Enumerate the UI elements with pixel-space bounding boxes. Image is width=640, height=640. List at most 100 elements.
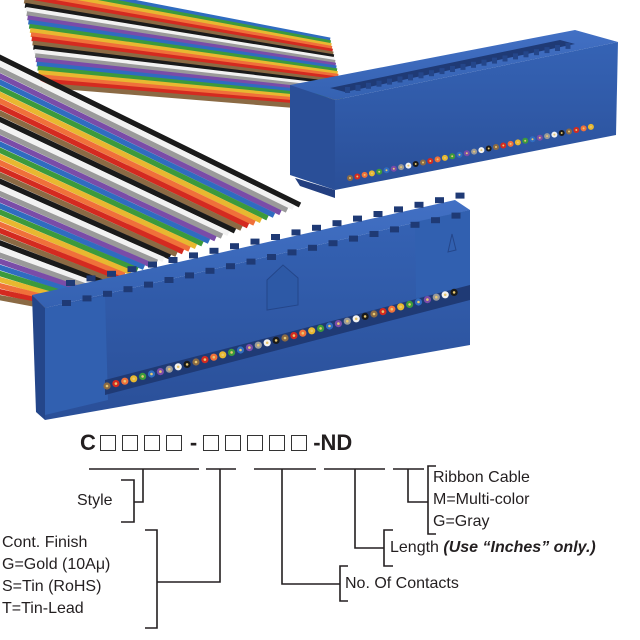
wire-end-conductor [443,293,447,297]
ribbon-cable-title: Ribbon Cable [433,469,530,486]
wire-end-conductor [105,384,109,388]
cable-wire [0,252,93,291]
wire-end-conductor [465,152,468,155]
wire-end-conductor [363,315,367,318]
leader-length [354,469,384,549]
wire-end-conductor [319,327,322,330]
cable-wire [27,0,333,54]
wire-end-conductor [560,132,563,135]
contact-hole [455,192,465,199]
cable-wire [0,246,100,289]
contact-hole [369,231,379,237]
cable-wire [0,110,243,231]
lower-connector-wire-ends [103,288,458,390]
wire-end-conductor [417,300,420,304]
contact-hole [127,266,137,273]
part-number-suffix: -ND [313,430,353,455]
wire-end-conductor [176,365,180,369]
connector-ridge [534,49,539,56]
part-number-box [291,435,308,451]
contact-hole [148,261,157,268]
part-number-prefix: C [80,430,96,455]
part-number-box [121,435,138,451]
cable-wire [110,0,331,43]
cable-wire [0,153,198,250]
wire-end-conductor [185,363,189,366]
connector-ridge [450,66,455,72]
cable-wire [23,0,334,57]
wire-end-conductor [429,159,432,162]
cable-wire [0,116,237,234]
contact-hole [349,235,358,242]
wire-end-conductor [575,128,578,131]
cable-wire [26,11,336,65]
ribbon-cable-assembly-illustration [0,0,618,420]
cable-wire [33,49,341,90]
lower-connector-contact-holes [62,192,465,306]
wire-end-conductor [123,379,127,383]
contact-hole [144,281,153,288]
label-style: Style [77,492,113,509]
contact-hole [230,243,239,250]
connector-ridge [502,55,508,62]
pin-one-marker [447,233,457,253]
contact-finish-option-tin: S=Tin (RoHS) [2,578,102,595]
wire-end-conductor [168,367,171,371]
ribbon-option-gray: G=Gray [433,513,490,530]
wire-end-conductor [310,329,314,333]
cable-wire [0,135,217,242]
part-number-group-2 [203,435,313,451]
cable-wire [25,7,335,62]
label-length: Length (Use “Inches” only.) [390,537,596,559]
contact-hole [435,197,444,204]
cable-wire [0,233,113,283]
wire-end-conductor [435,295,438,299]
connector-ridge [544,47,550,54]
lower-connector-top [32,200,470,308]
cable-wire [33,44,341,88]
cable-wire [0,196,152,268]
part-number-group-1 [99,435,188,451]
lower-connector [32,192,470,420]
wire-end-conductor [422,161,424,164]
wire-end-conductor [194,360,198,364]
contact-hole [123,286,133,293]
length-note: (Use “Inches” only.) [443,539,596,556]
wire-end-conductor [452,291,456,294]
cable-wire [0,215,133,276]
cable-wire [0,203,146,270]
cable-wire [27,15,337,68]
wire-end-conductor [399,305,403,309]
wire-end-conductor [538,136,541,139]
wire-end-conductor [381,310,385,313]
contact-hole [246,258,256,265]
connector-ridge [355,84,361,91]
connector-ridge [523,51,529,58]
connector-ridge [418,72,424,79]
ribbon-option-multicolor: M=Multi-color [433,491,530,508]
contact-hole [373,211,383,217]
wire-end-conductor [487,147,490,150]
contact-hole [267,254,276,260]
wire-end-conductor [408,303,411,306]
wire-end-conductor [524,139,527,142]
upper-connector-front [290,85,335,190]
label-ribbon-cable: Ribbon Cable M=Multi-color G=Gray [433,467,530,533]
cable-wire [0,178,172,260]
wire-end-conductor [509,142,512,145]
wire-end-conductor [230,351,233,354]
wire-end-conductor [132,377,135,381]
cable-wire [34,53,342,93]
contact-hole [291,229,301,236]
contact-hole [205,267,215,274]
wire-end-conductor [349,177,351,179]
contact-hole [431,217,440,224]
cable-wire [0,159,191,252]
contact-hole [287,249,297,256]
upper-connector-wire-ends [347,123,594,181]
cable-wire [0,91,263,223]
connector-ridge [366,82,371,89]
upper-connector [290,30,618,198]
wire-end-conductor [265,341,269,345]
part-number-template: C - -ND [80,428,352,458]
